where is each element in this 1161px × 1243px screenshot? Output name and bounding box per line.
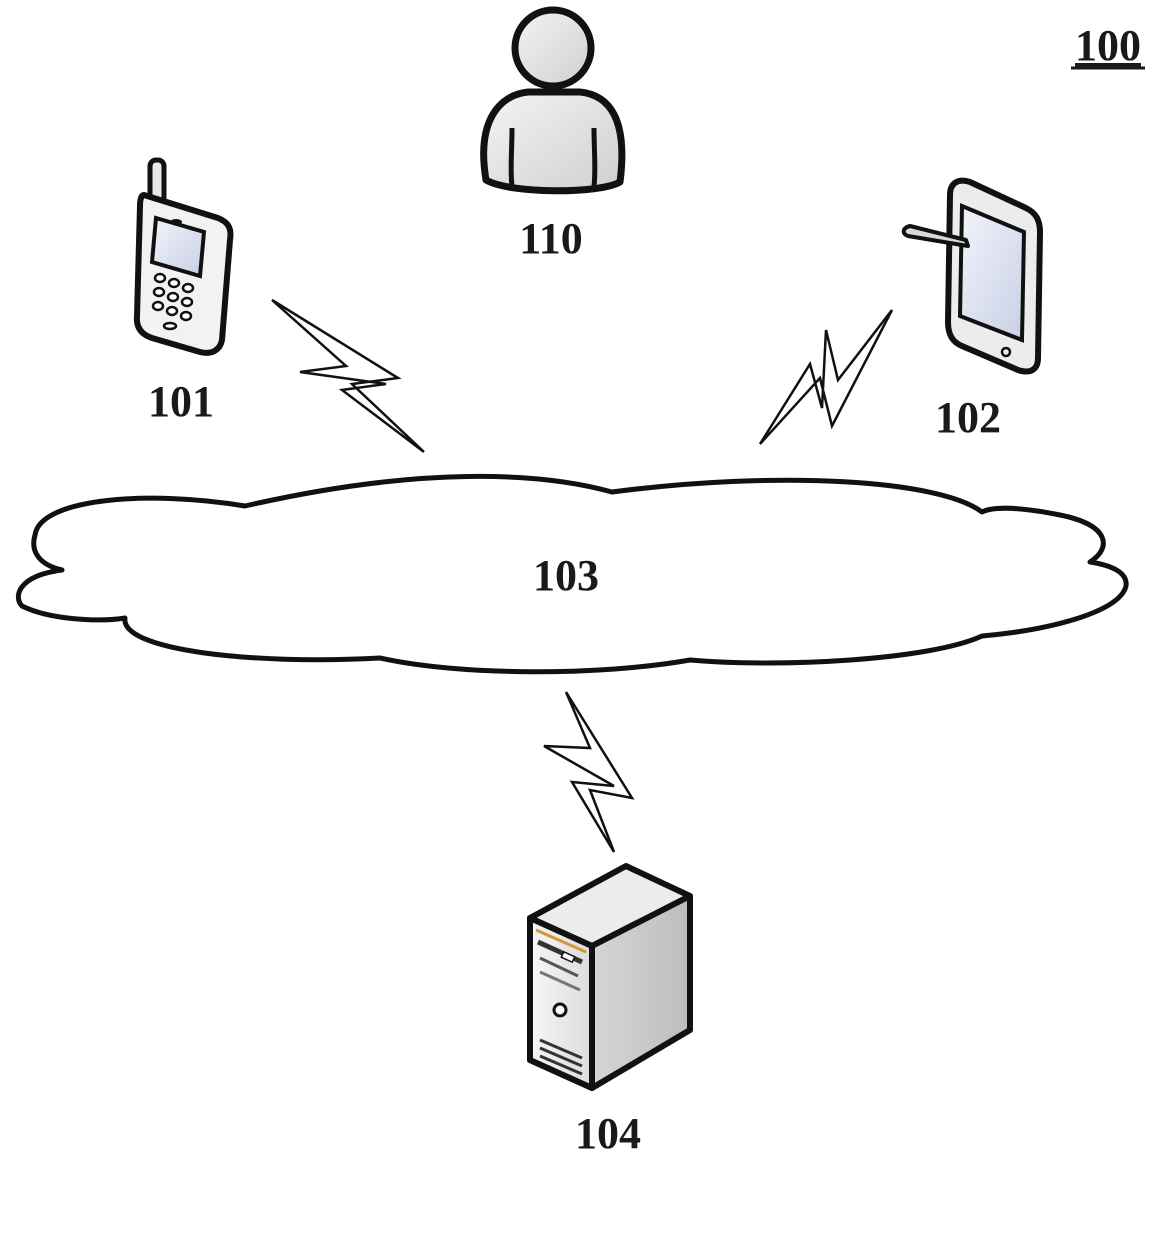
- network-label: 103: [533, 551, 599, 600]
- user-icon: [484, 10, 622, 191]
- mobile-phone-icon: [137, 160, 231, 353]
- server-icon: [530, 866, 690, 1088]
- wireless-link-icon: [272, 300, 424, 452]
- wireless-link-icon: [544, 692, 632, 852]
- wireless-link-icon: [760, 310, 892, 444]
- phone-label: 101: [148, 377, 214, 426]
- tablet-label: 102: [935, 393, 1001, 442]
- server-label: 104: [575, 1109, 641, 1158]
- tablet-icon: [904, 181, 1040, 372]
- figure-label: 100: [1075, 21, 1141, 70]
- user-label: 110: [519, 214, 583, 263]
